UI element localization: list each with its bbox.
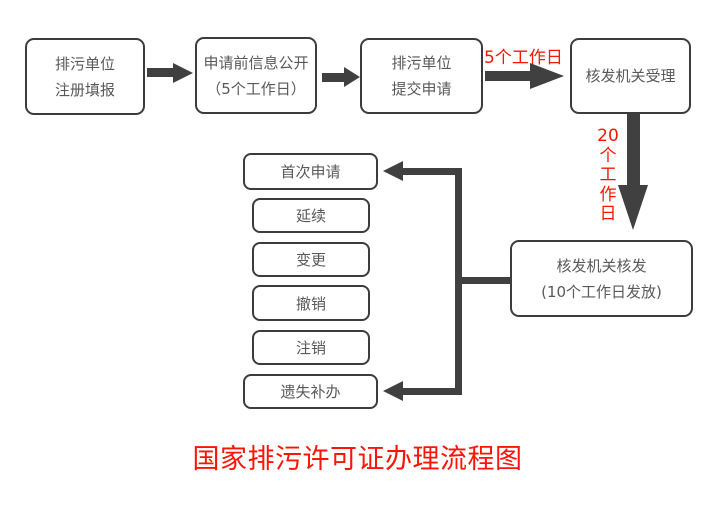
box-category-loss-reissue: 遗失补办 — [243, 374, 378, 409]
label-twenty-char-1: 个 — [599, 145, 617, 166]
arrow-disclosure-to-submit-head-icon — [344, 67, 360, 87]
connector-vertical-line — [455, 168, 462, 395]
box-disclosure: 申请前信息公开 （5个工作日） — [195, 37, 317, 114]
connector-branch-loss-reissue — [402, 388, 462, 395]
box-category-cancellation: 注销 — [252, 330, 370, 365]
category-renewal-label: 延续 — [295, 207, 326, 225]
box-submit: 排污单位 提交申请 — [360, 38, 483, 114]
arrow-accept-to-issue-head-icon — [618, 185, 648, 230]
box-issue-line1: 核发机关核发 — [556, 256, 647, 275]
arrow-to-loss-reissue-head-icon — [383, 381, 403, 401]
box-submit-line2: 提交申请 — [391, 80, 452, 98]
box-register-line1: 排污单位 — [54, 54, 115, 73]
label-twenty-char-4: 日 — [599, 204, 617, 224]
category-cancellation-label: 注销 — [295, 339, 326, 357]
arrow-submit-to-accept-shaft — [485, 71, 530, 81]
connector-branch-first-application — [402, 168, 462, 175]
label-twenty-char-2: 工 — [599, 165, 617, 185]
arrow-submit-to-accept-head-icon — [530, 63, 564, 89]
label-twenty-working-days: 20 个 工 作 日 — [594, 126, 622, 225]
box-category-change: 变更 — [252, 242, 370, 277]
category-revocation-label: 撤销 — [295, 294, 326, 313]
label-twenty-char-3: 作 — [599, 184, 617, 205]
box-submit-line1: 排污单位 — [391, 54, 452, 72]
diagram-title: 国家排污许可证办理流程图 — [192, 444, 523, 475]
arrow-disclosure-to-submit-shaft — [322, 73, 344, 82]
box-issue: 核发机关核发 (10个工作日发放) — [510, 240, 693, 317]
box-accept: 核发机关受理 — [570, 38, 691, 114]
arrow-register-to-disclosure-shaft — [147, 68, 173, 77]
box-category-first-application: 首次申请 — [243, 153, 378, 190]
box-register-line2: 注册填报 — [54, 80, 115, 99]
box-register: 排污单位 注册填报 — [25, 38, 145, 115]
arrow-register-to-disclosure-head-icon — [173, 63, 193, 83]
label-twenty-char-0: 20 — [597, 126, 619, 146]
category-change-label: 变更 — [295, 251, 326, 269]
box-accept-line1: 核发机关受理 — [585, 67, 676, 85]
box-issue-line2: (10个工作日发放) — [541, 282, 662, 301]
category-first-application-label: 首次申请 — [280, 163, 341, 181]
box-disclosure-line2: （5个工作日） — [206, 79, 306, 98]
arrow-to-first-application-head-icon — [383, 161, 403, 181]
box-category-revocation: 撤销 — [252, 285, 370, 321]
box-category-renewal: 延续 — [252, 198, 370, 233]
category-loss-reissue-label: 遗失补办 — [280, 383, 341, 401]
box-disclosure-line1: 申请前信息公开 — [203, 53, 309, 72]
connector-branch-issue — [460, 277, 510, 284]
arrow-accept-to-issue-shaft — [627, 114, 640, 185]
